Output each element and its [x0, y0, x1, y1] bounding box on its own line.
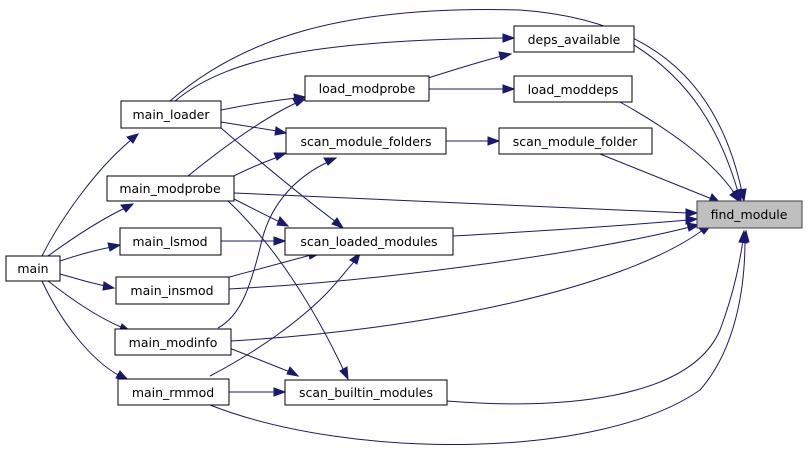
edge-scan_module_folders-to-scan_module_folder — [445, 136, 501, 146]
edge-main_modprobe-to-load_modprobe — [187, 98, 307, 177]
node-scan_module_folder[interactable]: scan_module_folder — [498, 127, 653, 155]
edge-scan_loaded_modules-to-find_module — [452, 215, 699, 237]
node-main_modprobe-label: main_modprobe — [119, 181, 221, 196]
node-load_moddeps[interactable]: load_moddeps — [513, 75, 633, 103]
node-main_insmod[interactable]: main_insmod — [115, 276, 230, 305]
edge-main_loader-to-load_modprobe — [220, 93, 307, 111]
node-deps_available[interactable]: deps_available — [513, 25, 635, 53]
node-scan_module_folders[interactable]: scan_module_folders — [285, 127, 447, 155]
edge-deps_available-to-find_module — [633, 44, 742, 203]
node-deps_available-label: deps_available — [528, 32, 621, 47]
node-find_module-label: find_module — [711, 207, 788, 222]
node-main_rmmod[interactable]: main_rmmod — [117, 378, 230, 406]
edge-main_modinfo-to-scan_module_folders — [217, 157, 338, 329]
edge-main_modprobe-to-scan_loaded_modules — [233, 198, 290, 227]
node-main_insmod-label: main_insmod — [130, 283, 213, 298]
edge-main-to-main_lsmod — [59, 242, 122, 262]
edge-scan_builtin_modules-to-find_module — [446, 229, 748, 405]
edge-main-to-main_insmod — [59, 273, 116, 291]
node-main[interactable]: main — [5, 255, 61, 282]
edge-main-to-main_modprobe — [47, 203, 135, 257]
node-load_moddeps-label: load_moddeps — [528, 82, 619, 97]
node-main_modinfo[interactable]: main_modinfo — [114, 328, 232, 356]
graph-edges — [41, 9, 750, 446]
graph-nodes: main main_loader main_modprobe main_lsmo… — [5, 25, 803, 406]
node-scan_loaded_modules[interactable]: scan_loaded_modules — [284, 227, 454, 256]
edge-main_rmmod-to-scan_loaded_modules — [209, 251, 361, 377]
edge-main_loader-to-scan_module_folders — [220, 121, 288, 136]
edge-scan_module_folder-to-find_module — [599, 153, 722, 204]
edge-main_insmod-to-find_module — [228, 222, 701, 290]
edge-main_rmmod-to-find_module — [209, 229, 750, 446]
node-main-label: main — [17, 261, 48, 276]
node-load_modprobe[interactable]: load_modprobe — [304, 75, 430, 102]
node-main_loader[interactable]: main_loader — [120, 100, 222, 129]
edge-main_modprobe-to-scan_builtin_modules — [227, 200, 349, 381]
edge-main_rmmod-to-scan_builtin_modules — [229, 387, 287, 397]
node-main_loader-label: main_loader — [132, 107, 210, 122]
node-scan_module_folders-label: scan_module_folders — [300, 134, 431, 149]
edge-load_moddeps-to-find_module — [619, 101, 741, 204]
node-main_modprobe[interactable]: main_modprobe — [106, 175, 235, 202]
edge-main_loader-to-find_module — [169, 9, 747, 203]
node-main_modinfo-label: main_modinfo — [129, 335, 218, 350]
node-scan_module_folder-label: scan_module_folder — [513, 134, 638, 149]
edge-load_modprobe-to-deps_available — [424, 51, 513, 80]
edge-main_modprobe-to-find_module — [233, 192, 699, 218]
node-main_lsmod[interactable]: main_lsmod — [119, 227, 222, 256]
edge-main_modinfo-to-scan_builtin_modules — [228, 347, 300, 377]
node-find_module[interactable]: find_module — [696, 200, 803, 229]
node-scan_loaded_modules-label: scan_loaded_modules — [300, 234, 437, 249]
node-main_lsmod-label: main_lsmod — [132, 234, 207, 249]
edge-load_modprobe-to-load_moddeps — [429, 84, 516, 94]
edge-main_loader-to-deps_available — [174, 33, 516, 102]
node-scan_builtin_modules[interactable]: scan_builtin_modules — [284, 379, 448, 406]
edge-main_lsmod-to-scan_loaded_modules — [221, 236, 287, 246]
edge-main-to-main_loader — [41, 133, 140, 257]
node-load_modprobe-label: load_modprobe — [319, 81, 416, 96]
node-scan_builtin_modules-label: scan_builtin_modules — [299, 385, 433, 400]
edge-main_loader-to-scan_loaded_modules — [220, 127, 345, 229]
node-main_rmmod-label: main_rmmod — [132, 385, 214, 400]
edge-main_modprobe-to-scan_module_folders — [229, 152, 288, 179]
